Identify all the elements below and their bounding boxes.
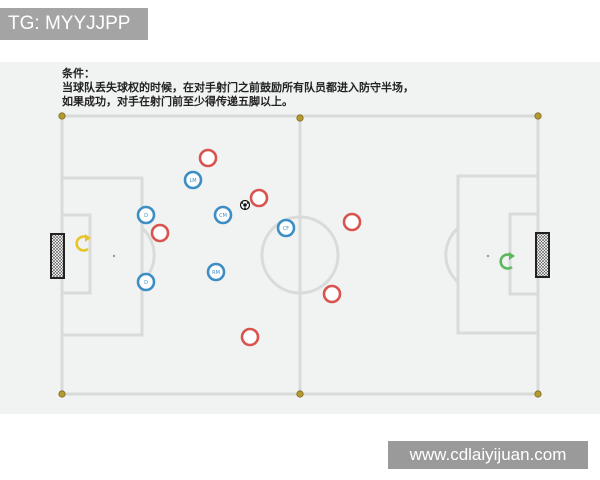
player-label: D bbox=[144, 280, 148, 286]
arrow-head-icon bbox=[85, 234, 91, 242]
condition-line-1: 当球队丢失球权的时候，在对手射门之前鼓励所有队员都进入防守半场， bbox=[62, 81, 414, 94]
right-penalty-box bbox=[456, 174, 540, 335]
red-player bbox=[240, 327, 260, 347]
blue-team: LM CM D D RM CF bbox=[136, 170, 296, 292]
left-goal-box bbox=[60, 213, 92, 295]
blue-player-rm: RM bbox=[206, 262, 226, 282]
bottom-watermark: www.cdlaiyijuan.com bbox=[388, 441, 588, 469]
red-player bbox=[322, 284, 342, 304]
corner-markers bbox=[58, 112, 542, 398]
blue-player-lm: LM bbox=[183, 170, 203, 190]
right-goalkeeper bbox=[499, 252, 515, 270]
red-player bbox=[342, 212, 362, 232]
right-penalty-spot bbox=[486, 254, 490, 258]
player-label: RM bbox=[212, 270, 220, 276]
corner-marker bbox=[296, 390, 304, 398]
rotate-arrow-icon bbox=[75, 235, 89, 252]
rotate-arrow-icon bbox=[499, 253, 513, 270]
right-goal-box bbox=[508, 212, 540, 296]
left-penalty-spot bbox=[112, 254, 116, 258]
player-label: D bbox=[144, 213, 148, 219]
pitch-markings bbox=[60, 114, 540, 396]
player-label: CM bbox=[219, 213, 227, 219]
soccer-ball-icon bbox=[239, 199, 251, 211]
player-label: LM bbox=[189, 178, 196, 184]
corner-marker bbox=[58, 390, 66, 398]
right-penalty-arc bbox=[444, 226, 460, 284]
condition-title: 条件： bbox=[62, 67, 95, 80]
corner-marker bbox=[58, 112, 66, 120]
red-player bbox=[198, 148, 218, 168]
red-team bbox=[150, 148, 362, 347]
corner-marker bbox=[296, 114, 304, 122]
red-player bbox=[249, 188, 269, 208]
corner-marker bbox=[534, 112, 542, 120]
corner-marker bbox=[534, 390, 542, 398]
top-watermark: TG: MYYJJPP bbox=[0, 8, 148, 40]
blue-player-cm: CM bbox=[213, 205, 233, 225]
blue-player-d-top: D bbox=[136, 205, 156, 225]
right-goal-net bbox=[535, 232, 550, 278]
player-label: CF bbox=[283, 226, 289, 232]
blue-player-d-bottom: D bbox=[136, 272, 156, 292]
arrow-head-icon bbox=[509, 252, 515, 260]
left-goal-net bbox=[50, 233, 65, 279]
red-player bbox=[150, 223, 170, 243]
center-circle bbox=[260, 215, 340, 295]
condition-text: 条件： 当球队丢失球权的时候，在对手射门之前鼓励所有队员都进入防守半场， 如果成… bbox=[62, 67, 562, 109]
condition-line-2: 如果成功，对手在射门前至少得传递五脚以上。 bbox=[62, 95, 293, 108]
left-penalty-box bbox=[60, 176, 144, 337]
blue-player-cf: CF bbox=[276, 218, 296, 238]
left-goalkeeper bbox=[75, 234, 91, 252]
